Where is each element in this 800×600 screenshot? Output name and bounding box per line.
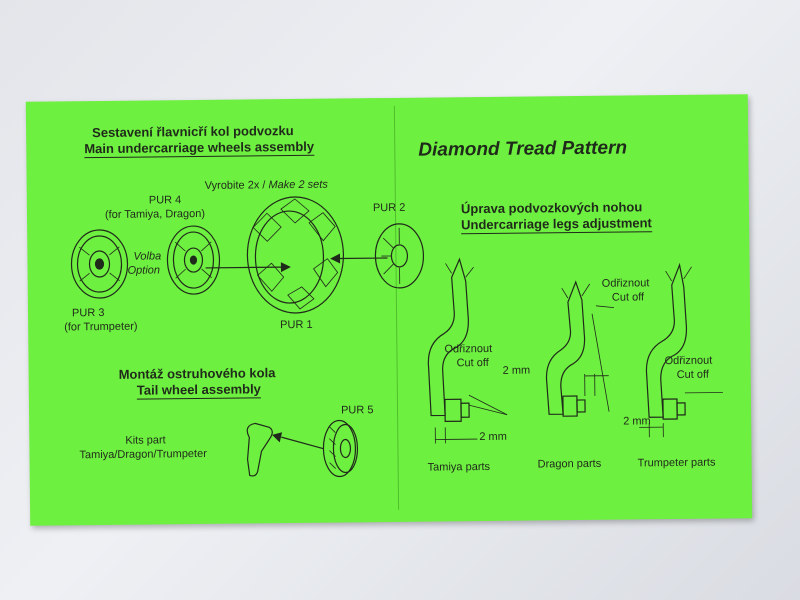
assembly-arrows: [205, 253, 388, 273]
pur5-wheel-drawing: [322, 419, 359, 478]
pur1-tire-drawing: [246, 196, 345, 314]
legs-drawing: [427, 257, 723, 444]
tail-arrow: [272, 432, 324, 450]
pur2-hub-drawing: [374, 223, 425, 289]
main-wheels-drawing: [70, 196, 425, 314]
pur3-hub-drawing: [70, 229, 129, 299]
trumpeter-leg-drawing: [639, 262, 723, 438]
instruction-card: Sestavení řlavnicří kol podvozku Main un…: [25, 94, 753, 526]
tail-strut-drawing: [246, 422, 273, 477]
tamiya-leg-drawing: [427, 257, 508, 444]
pur4-hub-drawing: [166, 225, 221, 295]
dragon-leg-drawing: [545, 280, 615, 417]
tail-wheel-drawing: [246, 419, 359, 478]
